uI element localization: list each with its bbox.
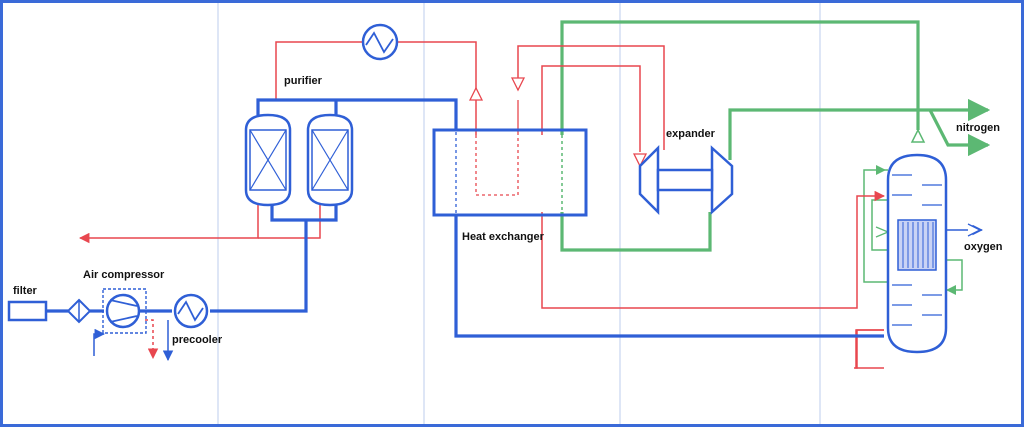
condenser-panel [897, 219, 937, 271]
air-compressor-label: Air compressor [83, 269, 165, 281]
purifier-label: purifier [284, 75, 323, 87]
green-nitrogen-lines [560, 20, 991, 252]
purifier-vessel-right [306, 113, 354, 207]
expander-label: expander [666, 128, 716, 140]
red-lines [78, 41, 886, 369]
oxygen-label: oxygen [964, 241, 1003, 253]
green-arrow-icon [946, 285, 956, 295]
filter-label: filter [13, 285, 38, 297]
expander-icon [638, 144, 734, 216]
column-top-arrow-icon [910, 128, 926, 143]
open-arrow-icon [632, 153, 648, 168]
background-grid [217, 3, 821, 424]
heat-exchanger-label: Heat exchanger [462, 231, 545, 243]
green-arrow-icon [876, 165, 886, 175]
open-arrow-icon [468, 86, 484, 101]
nitrogen-label: nitrogen [956, 122, 1000, 134]
precooler-icon [173, 293, 209, 329]
open-arrow-icon [510, 77, 526, 92]
filter-diamond-icon [66, 298, 92, 324]
air-compressor-icon [105, 293, 141, 329]
blue-main-air-lines [46, 98, 884, 338]
heater-icon [361, 23, 399, 61]
purifier-vessel-left [244, 113, 292, 207]
precooler-label: precooler [172, 334, 223, 346]
filter-unit [7, 300, 48, 322]
compressor-dashed-box [102, 288, 147, 334]
red-dashed-he-loop [475, 135, 519, 196]
heat-exchanger-box [432, 128, 588, 217]
blue-water-line [93, 328, 106, 356]
distillation-column [886, 153, 948, 354]
green-arrow-icon [875, 226, 890, 238]
oxygen-arrow-icon [967, 223, 982, 237]
red-drain-line [145, 319, 159, 360]
